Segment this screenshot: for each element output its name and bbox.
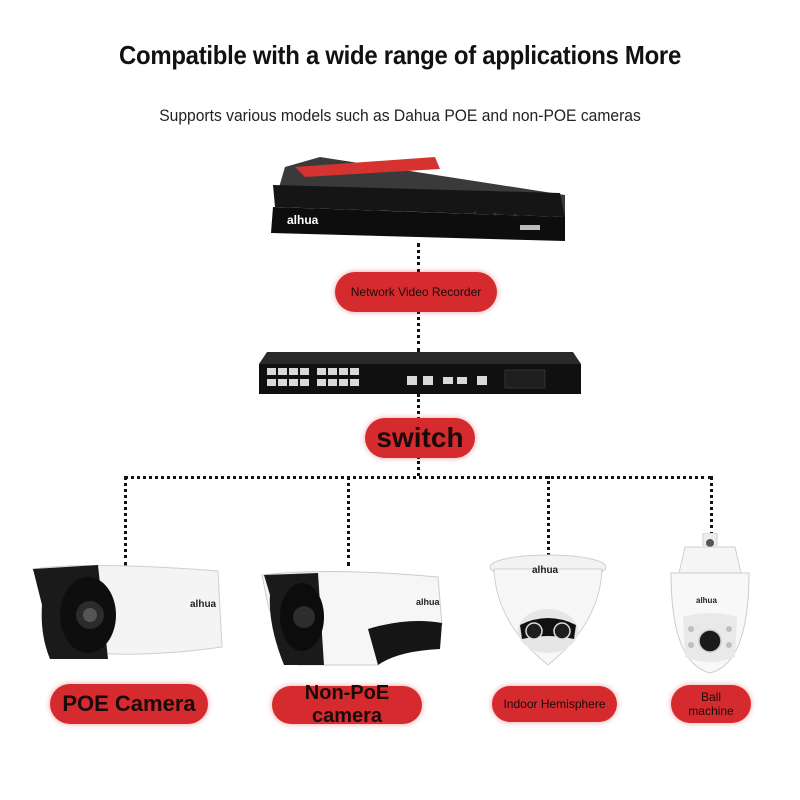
page-title: Compatible with a wide range of applicat…	[119, 40, 681, 70]
connector-dome	[547, 476, 550, 556]
ptz-camera-device: alhua	[670, 533, 750, 674]
non-poe-camera-device: alhua	[261, 570, 443, 666]
nvr-device: alhua	[271, 157, 565, 241]
connector-nvr-switch	[417, 310, 420, 352]
page-subtitle: Supports various models such as Dahua PO…	[159, 106, 641, 125]
nvr-logo: alhua	[287, 213, 319, 227]
connector-non-poe	[347, 476, 350, 566]
dome-camera-logo: alhua	[532, 565, 559, 576]
label-switch: switch	[365, 418, 475, 458]
connector-nvr-top	[417, 243, 420, 273]
connector-bus	[124, 476, 712, 479]
ptz-camera-logo: alhua	[696, 596, 717, 605]
label-ball-machine: Ball machine	[671, 685, 751, 723]
label-indoor-hemisphere: Indoor Hemisphere	[492, 686, 617, 722]
label-poe-camera: POE Camera	[50, 684, 208, 724]
poe-camera-logo: alhua	[190, 599, 217, 610]
switch-device	[259, 352, 581, 394]
dome-camera-device: alhua	[489, 554, 607, 666]
connector-switch-bus	[417, 456, 420, 476]
poe-camera-device: alhua	[32, 564, 223, 659]
connector-poe	[124, 476, 127, 566]
label-non-poe-camera: Non-PoE camera	[272, 682, 422, 727]
connector-switch-label	[417, 394, 420, 420]
non-poe-camera-logo: alhua	[416, 597, 441, 607]
connector-ptz	[710, 476, 713, 536]
label-nvr: Network Video Recorder	[335, 272, 497, 312]
